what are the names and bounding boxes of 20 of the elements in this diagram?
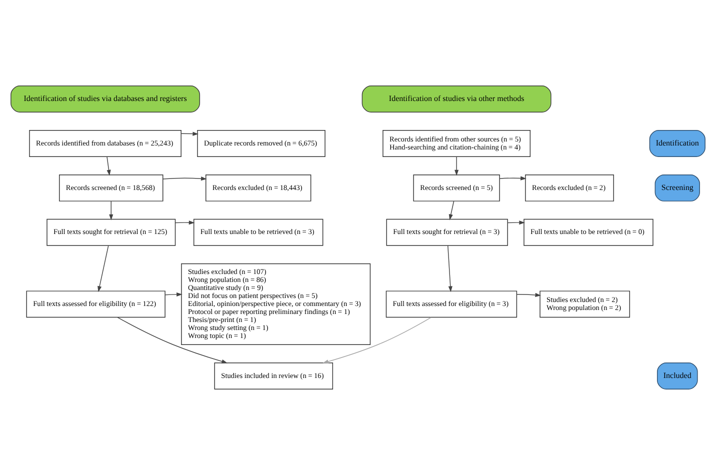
arrow [448, 244, 452, 292]
arrow [454, 156, 459, 176]
arrow [175, 220, 195, 224]
arrow [98, 244, 109, 292]
arrow [499, 176, 526, 180]
arrow [516, 292, 542, 297]
node-box: Screening [654, 174, 700, 201]
arrow [180, 131, 199, 136]
node-box: Included [656, 362, 698, 389]
arrow [117, 316, 228, 363]
node-box: Identification of studies via databases and registers [10, 85, 200, 112]
arrow [507, 220, 525, 224]
arrow [448, 200, 454, 220]
arrow [162, 176, 207, 180]
node-box: Identification of studies via other methods [362, 85, 552, 112]
arrow [322, 316, 432, 363]
arrow [106, 156, 111, 176]
node-box: Identification [649, 130, 706, 156]
arrow [109, 200, 114, 220]
arrow [164, 292, 182, 296]
